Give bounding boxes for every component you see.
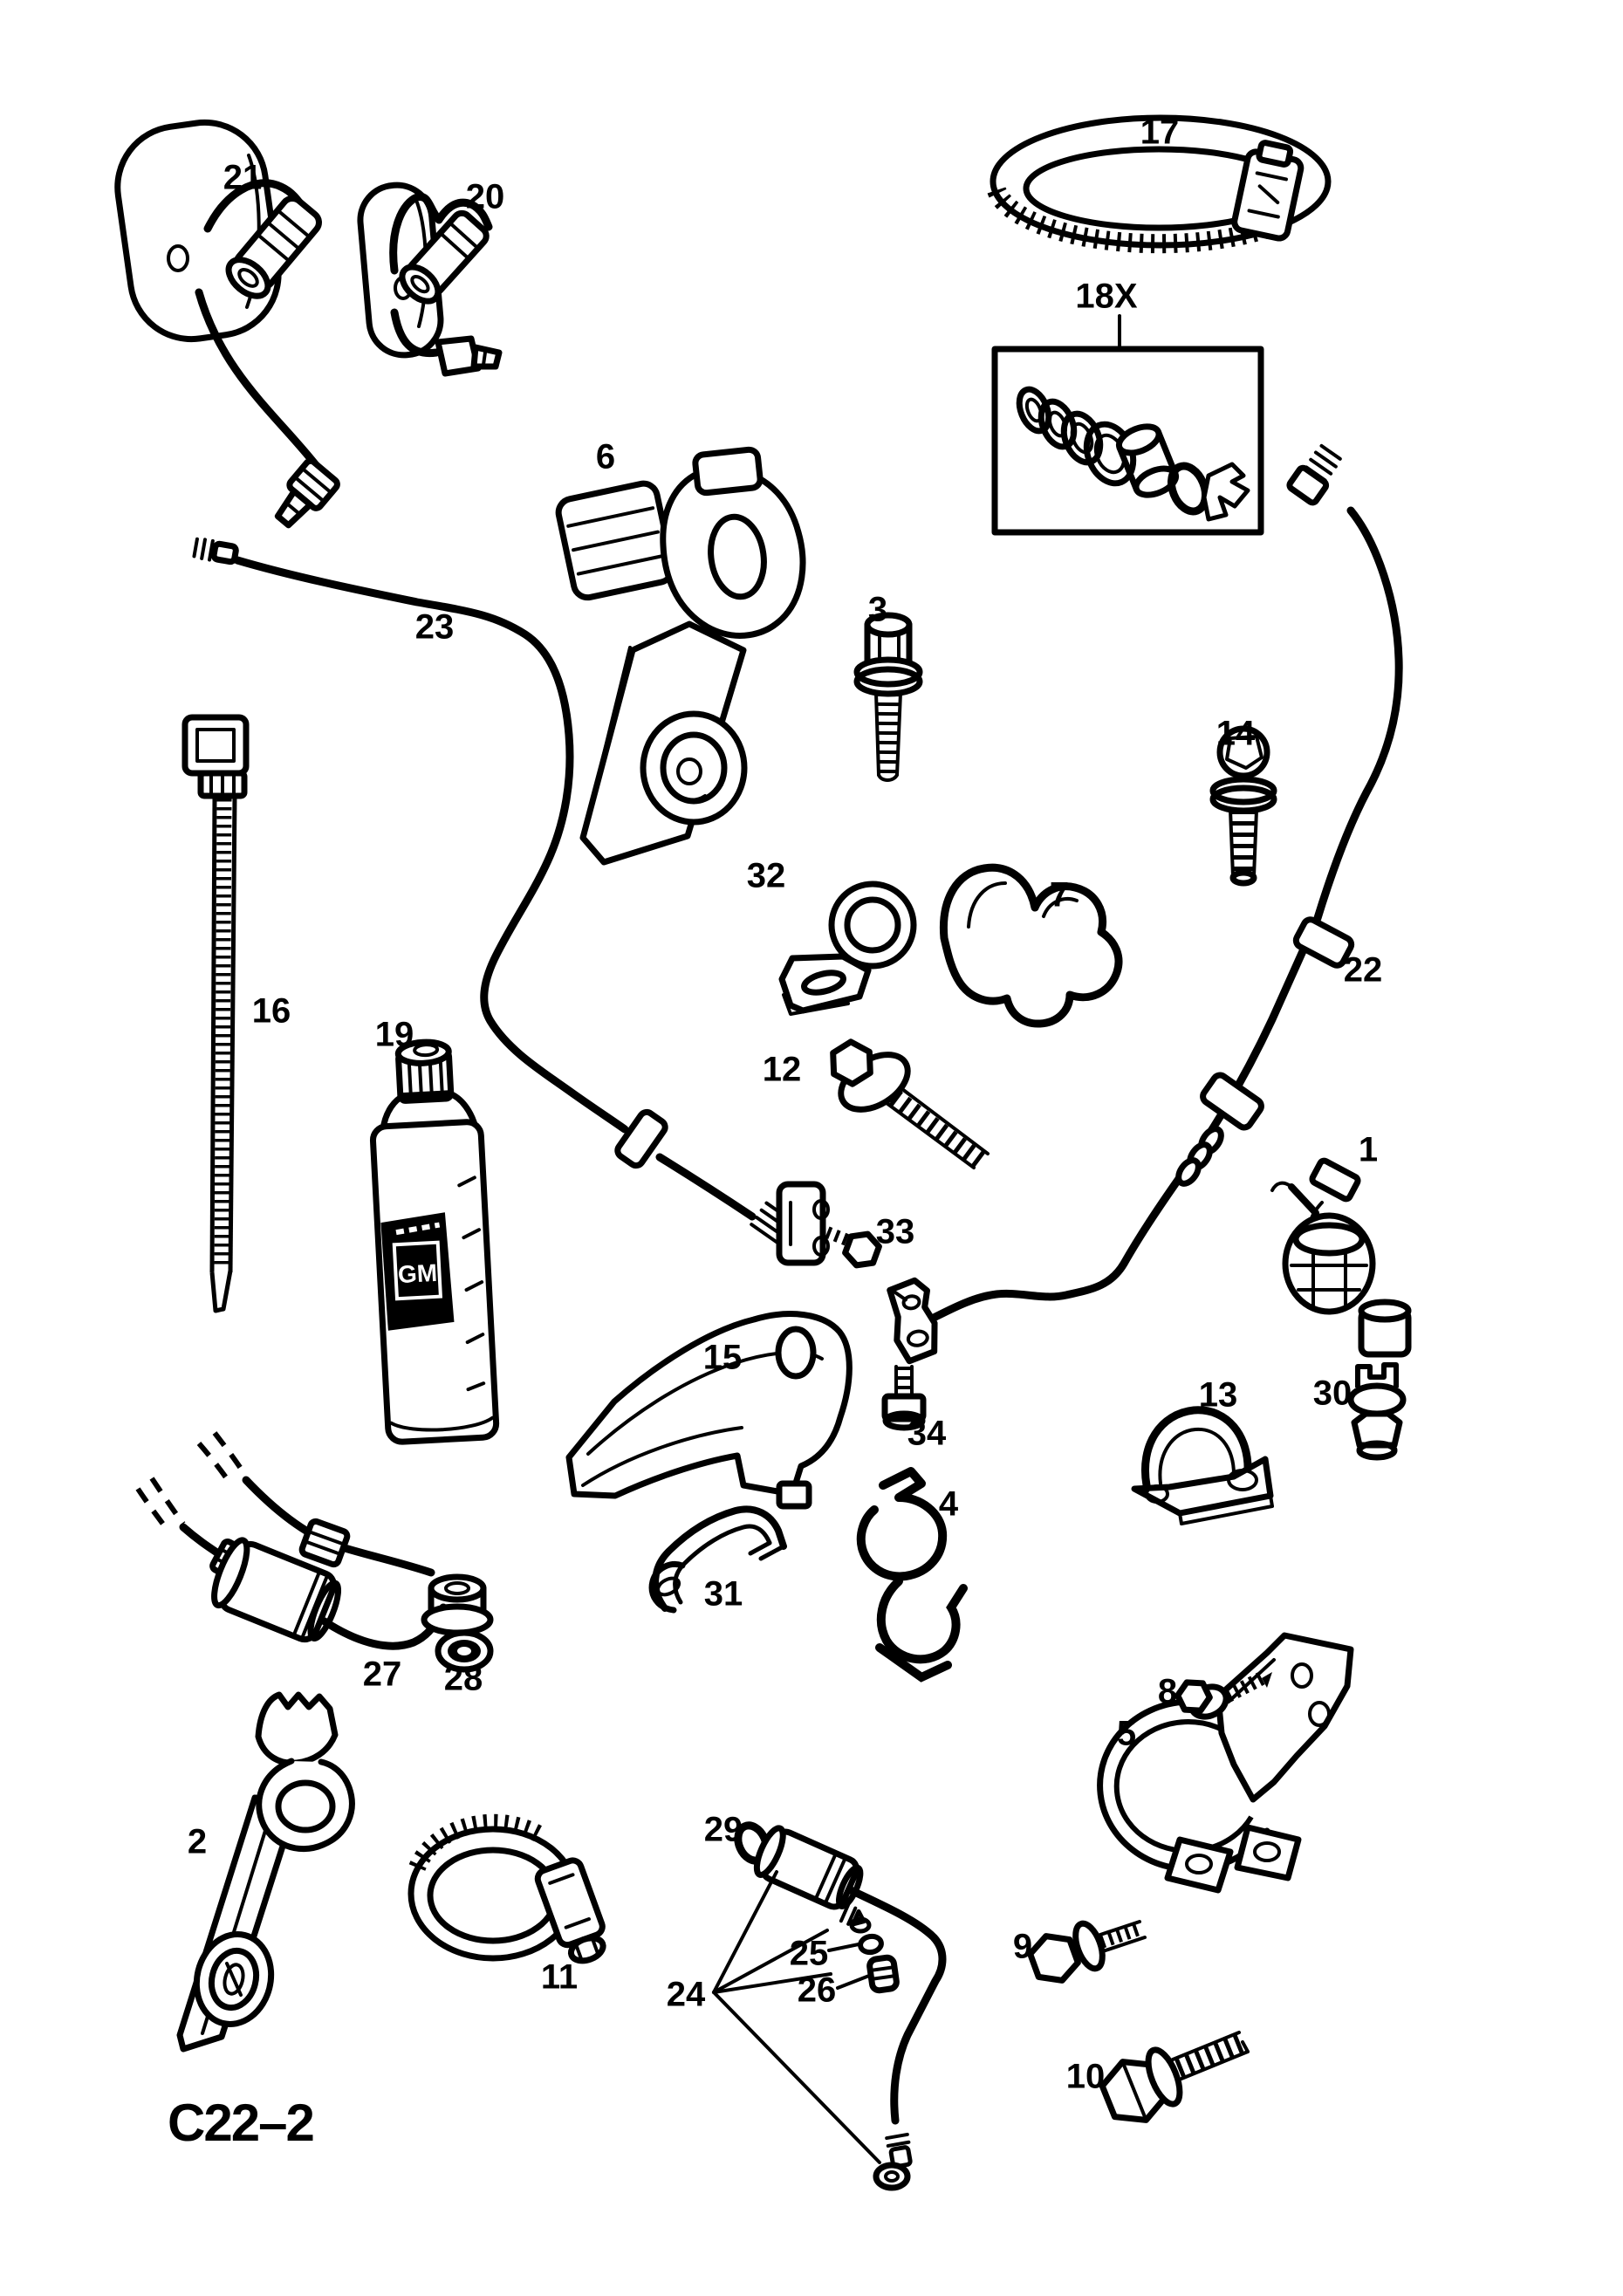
part-14-torx-bolt xyxy=(1209,725,1277,887)
callout-31: 31 xyxy=(703,1574,743,1614)
callout-14: 14 xyxy=(1216,714,1256,753)
callout-18X: 18X xyxy=(1075,277,1138,316)
callout-25: 25 xyxy=(789,1934,829,1973)
part-1-valve xyxy=(1270,1157,1376,1315)
part-23-pipe-with-hose xyxy=(192,537,830,1266)
part-25-seal-ring xyxy=(858,1933,884,1956)
part-7-pipe-clip xyxy=(939,863,1123,1028)
callout-17: 17 xyxy=(1140,113,1180,152)
callout-13: 13 xyxy=(1198,1375,1238,1415)
part-9-bolt xyxy=(1027,1920,1147,1984)
part-17-band-clamp xyxy=(987,114,1332,254)
part-28-grommet xyxy=(435,1629,494,1673)
callout-28: 28 xyxy=(443,1659,483,1698)
part-33-bolt xyxy=(825,1226,882,1269)
part-5-clamp-bracket xyxy=(1097,1632,1354,1894)
callout-3: 3 xyxy=(867,590,888,629)
part-32-p-clip xyxy=(778,881,917,1016)
part-8-screw xyxy=(1174,1671,1272,1720)
part-26-cap xyxy=(866,1954,900,1994)
callout-21: 21 xyxy=(223,158,263,197)
callout-15: 15 xyxy=(702,1338,743,1377)
callout-1: 1 xyxy=(1358,1130,1379,1169)
part-21-pipe-with-grommet xyxy=(114,119,340,529)
part-4-spring-clip xyxy=(856,1467,968,1683)
part-19-fluid-bottle: GM xyxy=(369,1038,500,1445)
part-22-brake-pipe xyxy=(887,443,1403,1365)
part-11-worm-clamp xyxy=(407,1813,606,1964)
callout-27: 27 xyxy=(362,1655,402,1694)
callout-33: 33 xyxy=(875,1212,915,1251)
part-15-support-bracket xyxy=(565,1311,853,1510)
part-2-toothed-bracket xyxy=(176,1691,355,2053)
part-24-bleed-pipe-assembly xyxy=(712,1825,947,2191)
callout-6: 6 xyxy=(595,437,616,476)
callout-34: 34 xyxy=(907,1414,947,1453)
callout-2: 2 xyxy=(187,1822,208,1861)
part-18x-repair-kit xyxy=(991,314,1264,536)
callout-20: 20 xyxy=(465,177,505,216)
callout-9: 9 xyxy=(1012,1927,1033,1966)
diagram-code: C22–2 xyxy=(168,2094,315,2152)
callout-7: 7 xyxy=(1049,875,1070,915)
part-30-pressure-switch xyxy=(1347,1299,1412,1461)
part-13-saddle-clamp xyxy=(1131,1406,1274,1525)
part-20-pipe-with-grommet xyxy=(357,182,503,377)
part-34-small-bolt xyxy=(881,1365,927,1431)
callout-12: 12 xyxy=(762,1050,802,1089)
part-12-bolt-with-washer xyxy=(830,1038,990,1169)
callout-22: 22 xyxy=(1343,950,1383,990)
callout-4: 4 xyxy=(938,1484,959,1524)
part-6-clamp-bracket xyxy=(555,446,806,866)
callout-5: 5 xyxy=(1116,1714,1137,1753)
callout-26: 26 xyxy=(797,1970,837,2010)
part-3-flange-bolt xyxy=(853,612,923,782)
callout-11: 11 xyxy=(540,1957,579,1997)
callout-24: 24 xyxy=(666,1975,706,2014)
callout-19: 19 xyxy=(374,1015,414,1054)
callout-32: 32 xyxy=(746,856,786,895)
callout-23: 23 xyxy=(414,607,455,647)
part-16-cable-tie xyxy=(181,714,250,1313)
bottle-brand-text: GM xyxy=(397,1259,438,1288)
callout-10: 10 xyxy=(1065,2057,1106,2096)
callout-16: 16 xyxy=(251,991,291,1031)
callout-29: 29 xyxy=(703,1810,743,1849)
callout-30: 30 xyxy=(1312,1374,1352,1413)
callout-8: 8 xyxy=(1157,1672,1178,1711)
part-31-hose-guide xyxy=(648,1505,787,1614)
part-10-long-bolt xyxy=(1099,2031,1250,2123)
part-27-hose-with-damper xyxy=(135,1431,494,1650)
